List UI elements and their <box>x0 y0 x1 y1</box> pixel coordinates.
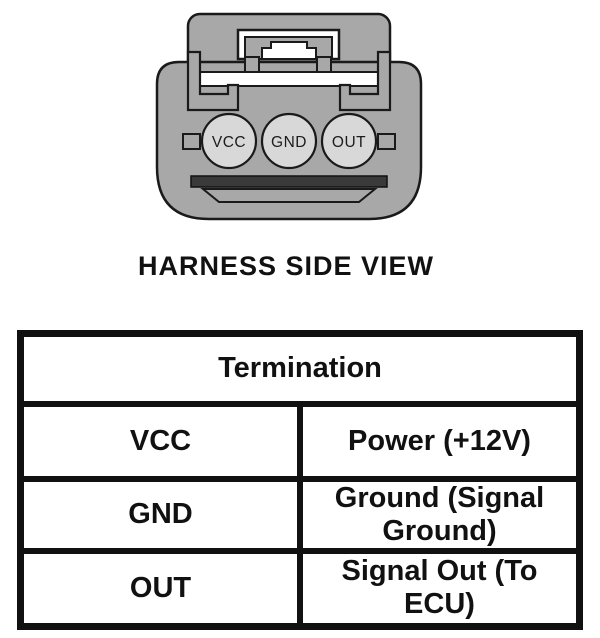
diagram-caption: HARNESS SIDE VIEW <box>137 251 435 281</box>
pin-label-vcc: VCC <box>212 134 246 151</box>
connector-diagram: VCC GND OUT <box>155 12 423 221</box>
latch-slot <box>261 41 317 60</box>
termination-table: Termination VCC Power (+12V) GND Ground … <box>17 330 583 630</box>
side-tab-left <box>182 133 201 150</box>
retainer-clip-right <box>338 50 392 112</box>
pin-name-cell: GND <box>17 475 303 554</box>
pin-circle-gnd <box>260 112 318 170</box>
table-row: VCC Power (+12V) <box>17 400 583 482</box>
pin-name-cell: VCC <box>17 400 303 482</box>
pin-name-cell: OUT <box>17 547 303 630</box>
termination-cell: Signal Out (To ECU) <box>297 547 583 630</box>
pin-circle-out <box>320 112 378 170</box>
seal-band <box>199 71 379 87</box>
table-row: OUT Signal Out (To ECU) <box>17 547 583 630</box>
termination-cell: Ground (Signal Ground) <box>297 475 583 554</box>
table-header-row: Termination <box>17 330 583 407</box>
pin-label-out: OUT <box>332 134 366 151</box>
keyway-outline <box>200 188 378 203</box>
seal-bar <box>190 175 388 188</box>
retainer-clip-left <box>186 50 240 112</box>
table-header-cell: Termination <box>17 330 583 407</box>
pin-label-gnd: GND <box>271 134 307 151</box>
table-row: GND Ground (Signal Ground) <box>17 475 583 554</box>
side-tab-right <box>377 133 396 150</box>
pin-circle-vcc <box>200 112 258 170</box>
termination-cell: Power (+12V) <box>297 400 583 482</box>
